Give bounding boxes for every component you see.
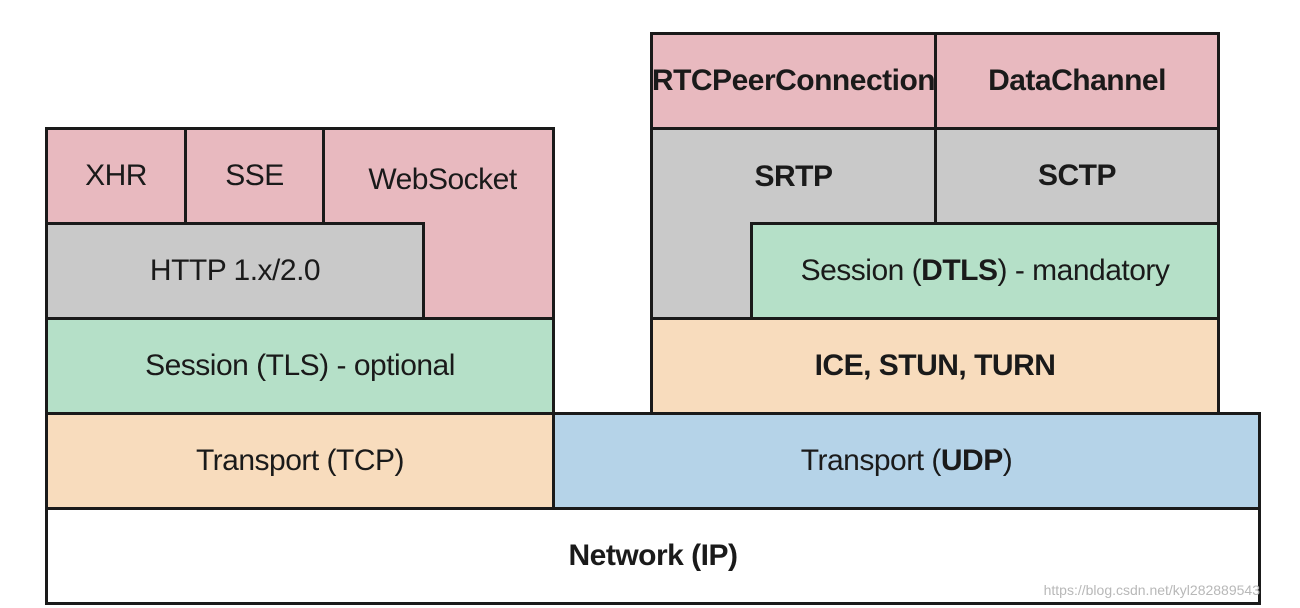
session-tls-block: Session (TLS) - optional <box>45 317 555 415</box>
sse-label: SSE <box>225 159 284 192</box>
http-block: HTTP 1.x/2.0 <box>45 222 425 320</box>
sse-block: SSE <box>184 127 325 225</box>
session-dtls-label: Session (DTLS) - mandatory <box>800 254 1170 287</box>
session-dtls-block: Session (DTLS) - mandatory <box>750 222 1220 320</box>
network-block: Network (IP) <box>45 507 1261 605</box>
watermark-text: https://blog.csdn.net/kyl282889543 <box>1043 582 1260 598</box>
network-label: Network (IP) <box>568 539 738 572</box>
sctp-label: SCTP <box>1037 159 1117 192</box>
session-tls-label: Session (TLS) - optional <box>145 349 455 382</box>
rtcpeerconnection-label: RTCPeerConnection <box>651 64 936 97</box>
xhr-block: XHR <box>45 127 187 225</box>
transport-udp-block: Transport (UDP) <box>552 412 1261 510</box>
http-label: HTTP 1.x/2.0 <box>149 254 321 287</box>
websocket-label: WebSocket <box>368 163 517 196</box>
rtcpeerconnection-block: RTCPeerConnection <box>650 32 937 130</box>
ice-stun-turn-label: ICE, STUN, TURN <box>814 349 1056 382</box>
ice-stun-turn-block: ICE, STUN, TURN <box>650 317 1220 415</box>
datachannel-label: DataChannel <box>988 64 1166 97</box>
sctp-block: SCTP <box>934 127 1220 225</box>
transport-udp-label: Transport (UDP) <box>800 444 1013 477</box>
xhr-label: XHR <box>85 159 147 192</box>
transport-tcp-block: Transport (TCP) <box>45 412 555 510</box>
transport-tcp-label: Transport (TCP) <box>195 444 405 477</box>
srtp-label: SRTP <box>754 160 833 193</box>
datachannel-block: DataChannel <box>934 32 1220 130</box>
